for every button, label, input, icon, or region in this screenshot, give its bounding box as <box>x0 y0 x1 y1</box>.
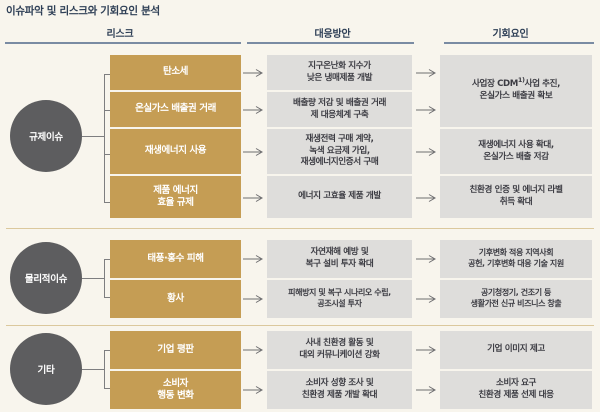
arrow-icon <box>243 68 265 78</box>
category-circle-physical: 물리적이슈 <box>10 242 82 314</box>
risk-label: 태풍·홍수 피해 <box>147 252 204 264</box>
plan-label: 재생전력 구매 계약, 녹색 요금제 가입, 재생에너지인증서 구매 <box>300 134 379 168</box>
risk-label: 온실가스 배출권 거래 <box>135 103 216 115</box>
connector-spine <box>104 350 105 388</box>
connector-trunk <box>82 278 104 279</box>
arrow-icon <box>243 193 265 203</box>
category-label: 규제이슈 <box>29 132 63 143</box>
arrow-icon <box>243 294 265 304</box>
category-label: 물리적이슈 <box>24 274 68 285</box>
connector-spine <box>104 74 105 202</box>
arrow-icon <box>416 385 438 395</box>
plan-label: 사내 친환경 활동 및 대외 커뮤니케이션 강화 <box>299 338 380 360</box>
opportunity-label: 기업 이미지 제고 <box>487 344 545 355</box>
section-divider <box>6 228 594 229</box>
column-rule-opportunity <box>444 42 594 44</box>
risk-box[interactable]: 황사 <box>110 280 241 318</box>
connector-trunk <box>82 369 104 370</box>
category-label: 기타 <box>37 365 55 376</box>
arrow-icon <box>416 68 438 78</box>
opportunity-box[interactable]: 기업 이미지 제고 <box>440 331 592 369</box>
risk-label: 기업 평판 <box>157 343 194 355</box>
category-circle-other: 기타 <box>10 333 82 405</box>
plan-label: 배출량 저감 및 배출권 거래 제 대응체계 구축 <box>293 97 386 120</box>
arrow-icon <box>416 105 438 115</box>
risk-box[interactable]: 탄소세 <box>110 55 241 90</box>
plan-label: 소비자 성향 조사 및 친환경 제품 개발 확대 <box>301 378 378 400</box>
footnote-marker: 1) <box>517 76 525 85</box>
opportunity-label: 재생에너지 사용 확대, 온실가스 배출 저감 <box>478 139 554 162</box>
risk-label: 재생에너지 사용 <box>144 145 207 157</box>
opportunity-box[interactable]: 기후변화 적응 지역사회 공헌, 기후변화 대응 기술 지원 <box>440 240 592 278</box>
opportunity-label: 기후변화 적응 지역사회 공헌, 기후변화 대응 기술 지원 <box>468 248 564 268</box>
page-title: 이슈파악 및 리스크와 기회요인 분석 <box>6 5 160 17</box>
plan-box[interactable]: 재생전력 구매 계약, 녹색 요금제 가입, 재생에너지인증서 구매 <box>267 129 412 174</box>
plan-box[interactable]: 소비자 성향 조사 및 친환경 제품 개발 확대 <box>267 371 412 409</box>
risk-label: 제품 에너지 효율 규제 <box>153 184 198 208</box>
plan-label: 에너지 고효율 제품 개발 <box>298 191 381 202</box>
risk-box[interactable]: 태풍·홍수 피해 <box>110 240 241 278</box>
risk-box[interactable]: 제품 에너지 효율 규제 <box>110 176 241 218</box>
risk-box[interactable]: 소비자 행동 변화 <box>110 371 241 409</box>
opportunity-label: 친환경 인증 및 에너지 라벨 취득 확대 <box>469 185 563 207</box>
opportunity-box[interactable]: 사업장 CDM1)사업 추진, 온실가스 배출권 확보 <box>440 55 592 127</box>
arrow-icon <box>416 294 438 304</box>
risk-label: 소비자 행동 변화 <box>157 377 194 401</box>
plan-box[interactable]: 사내 친환경 활동 및 대외 커뮤니케이션 강화 <box>267 331 412 369</box>
risk-box[interactable]: 온실가스 배출권 거래 <box>110 92 241 127</box>
plan-box[interactable]: 지구온난화 지수가 낮은 냉매제품 개발 <box>267 55 412 90</box>
opportunity-box[interactable]: 소비자 요구 친환경 제품 선제 대응 <box>440 371 592 409</box>
risk-box[interactable]: 재생에너지 사용 <box>110 129 241 174</box>
risk-label: 황사 <box>167 292 184 304</box>
arrow-icon <box>416 147 438 157</box>
plan-label: 자연재해 예방 및 복구 설비 투자 확대 <box>305 247 374 269</box>
plan-label: 피해방지 및 복구 시나리오 수립, 공조시설 투자 <box>288 288 391 308</box>
arrow-icon <box>416 254 438 264</box>
column-header-risk: 리스크 <box>106 29 134 40</box>
connector-trunk <box>82 136 104 137</box>
opportunity-box[interactable]: 재생에너지 사용 확대, 온실가스 배출 저감 <box>440 129 592 174</box>
opportunity-label: 소비자 요구 친환경 제품 선제 대응 <box>478 378 554 400</box>
opportunity-box[interactable]: 공기청정기, 건조기 등 생활가전 신규 비즈니스 창출 <box>440 280 592 318</box>
arrow-icon <box>416 345 438 355</box>
column-rule-risk <box>5 42 241 44</box>
connector-spine <box>104 259 105 297</box>
risk-label: 탄소세 <box>162 66 189 78</box>
arrow-icon <box>243 105 265 115</box>
plan-box[interactable]: 에너지 고효율 제품 개발 <box>267 176 412 218</box>
section-divider <box>6 325 594 326</box>
arrow-icon <box>243 385 265 395</box>
column-header-opportunity: 기회요인 <box>492 29 529 40</box>
plan-box[interactable]: 자연재해 예방 및 복구 설비 투자 확대 <box>267 240 412 278</box>
plan-box[interactable]: 피해방지 및 복구 시나리오 수립, 공조시설 투자 <box>267 280 412 318</box>
arrow-icon <box>243 254 265 264</box>
plan-box[interactable]: 배출량 저감 및 배출권 거래 제 대응체계 구축 <box>267 92 412 127</box>
plan-label: 지구온난화 지수가 낮은 냉매제품 개발 <box>306 60 373 83</box>
arrow-icon <box>243 147 265 157</box>
arrow-icon <box>416 193 438 203</box>
opportunity-label: 공기청정기, 건조기 등 생활가전 신규 비즈니스 창출 <box>470 288 562 308</box>
arrow-icon <box>243 345 265 355</box>
opportunity-label: 사업장 CDM1)사업 추진, 온실가스 배출권 확보 <box>471 76 561 101</box>
column-rule-plan <box>247 42 414 44</box>
risk-box[interactable]: 기업 평판 <box>110 331 241 369</box>
column-header-plan: 대응방안 <box>314 29 351 40</box>
opportunity-box[interactable]: 친환경 인증 및 에너지 라벨 취득 확대 <box>440 176 592 218</box>
category-circle-regulatory: 규제이슈 <box>10 100 82 172</box>
